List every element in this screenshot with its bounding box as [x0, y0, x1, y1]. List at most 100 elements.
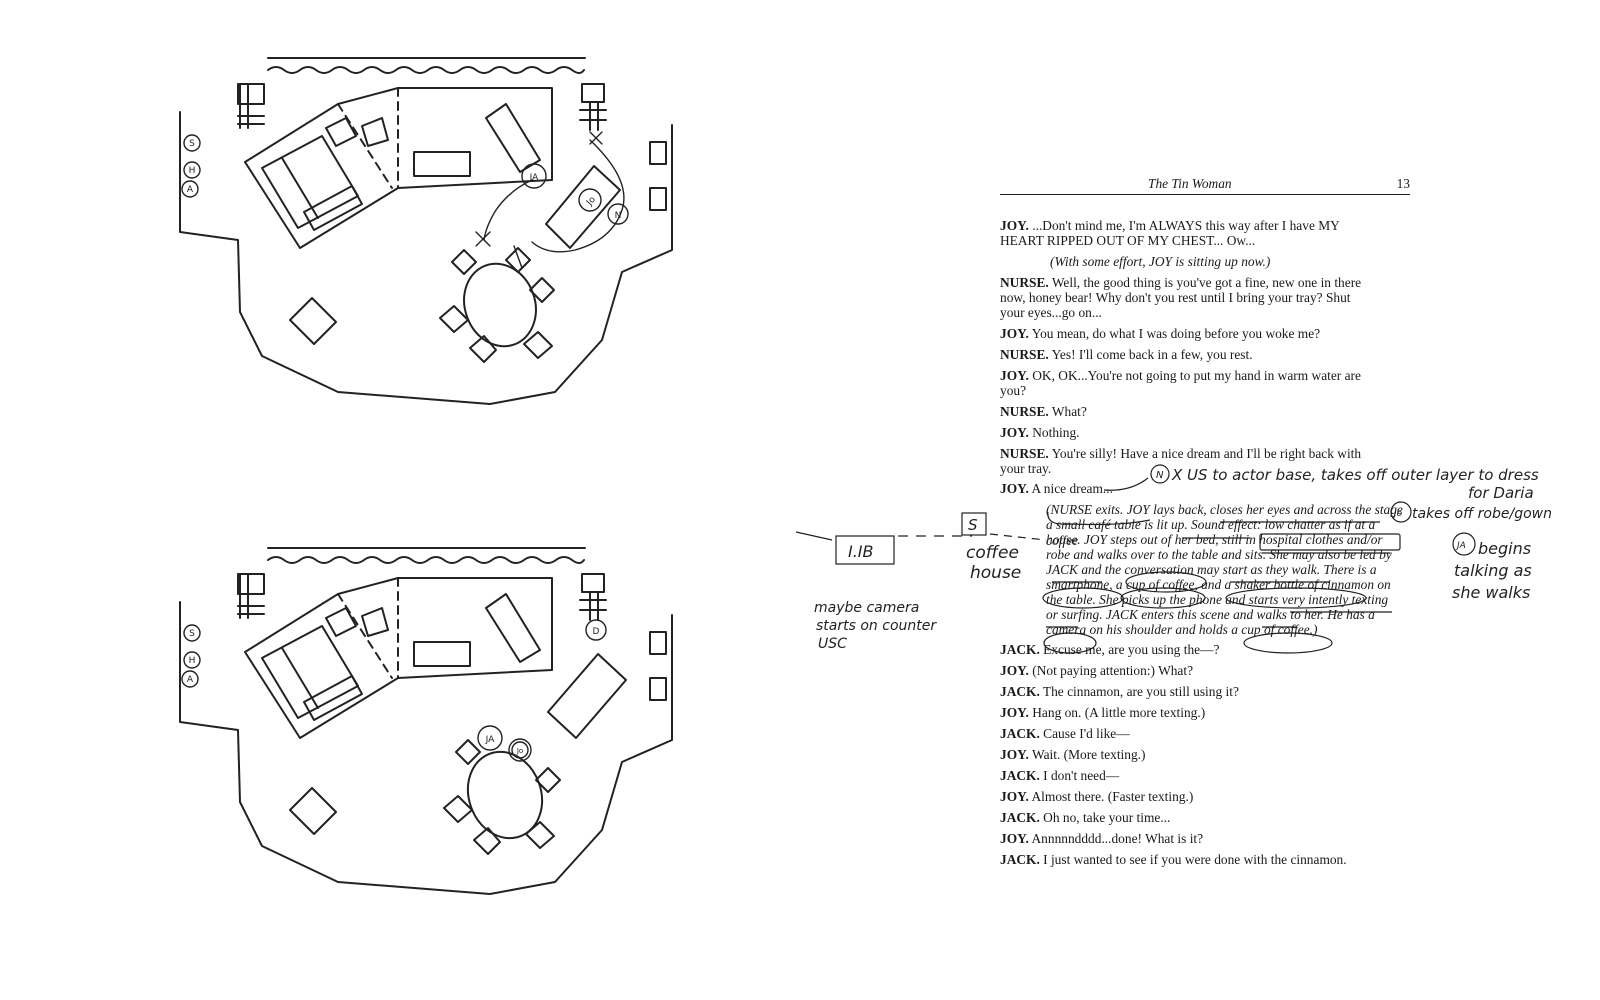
- line-text: You're silly! Have a nice dream and I'll…: [1048, 446, 1362, 461]
- play-title: The Tin Woman: [1148, 176, 1232, 191]
- note-coffee: coffee: [966, 543, 1019, 563]
- line-text: robe and walks over to the table and sit…: [1046, 547, 1392, 562]
- script-line: JACK. I just wanted to see if you were d…: [1000, 852, 1347, 868]
- script-line: JACK. Cause I'd like—: [1000, 726, 1130, 742]
- speaker-name: JACK.: [1000, 810, 1040, 825]
- speaker-name: JACK.: [1000, 726, 1040, 741]
- bench-top: [485, 103, 541, 173]
- script-line: JACK and the conversation may start as t…: [1046, 562, 1377, 578]
- line-text: Yes! I'll come back in a few, you rest.: [1048, 347, 1253, 362]
- note-sound-label: S: [968, 516, 978, 534]
- token-jo-label-bottom: Jo: [516, 747, 523, 755]
- script-line: robe and walks over to the table and sit…: [1046, 547, 1392, 563]
- speaker-name: NURSE.: [1000, 446, 1049, 461]
- speaker-name: JOY.: [1000, 705, 1029, 720]
- line-text: OK, OK...You're not going to put my hand…: [1028, 368, 1361, 383]
- note-camera-3: USC: [818, 636, 847, 652]
- script-line: or surfing. JACK enters this scene and w…: [1046, 607, 1375, 623]
- speaker-name: JACK.: [1000, 852, 1040, 867]
- script-line: now, honey bear! Why don't you rest unti…: [1000, 290, 1351, 306]
- script-line: JOY. Almost there. (Faster texting.): [1000, 789, 1193, 805]
- line-text: ...Don't mind me, I'm ALWAYS this way af…: [1028, 218, 1340, 233]
- token-ja-label-bottom: JA: [485, 735, 495, 745]
- line-text: I just wanted to see if you were done wi…: [1039, 852, 1347, 867]
- script-line: (With some effort, JOY is sitting up now…: [1050, 254, 1270, 270]
- token-h-bottom: [183, 651, 201, 669]
- line-text: HEART RIPPED OUT OF MY CHEST... Ow...: [1000, 233, 1256, 248]
- platform-top: [244, 87, 553, 249]
- speaker-name: NURSE.: [1000, 404, 1049, 419]
- script-line: NURSE. Yes! I'll come back in a few, you…: [1000, 347, 1253, 363]
- script-line: JACK. Oh no, take your time...: [1000, 810, 1170, 826]
- blocking-diagrams: JA Jo N S H A D JA Jo S H A: [179, 57, 673, 895]
- token-s-label-top: S: [189, 139, 195, 149]
- speaker-name: JOY.: [1000, 425, 1029, 440]
- script-line: JACK. Excuse me, are you using the—?: [1000, 642, 1219, 658]
- line-text: The cinnamon, are you still using it?: [1039, 684, 1239, 699]
- counter-top: [413, 151, 471, 177]
- note-ja-talking: talking as: [1454, 561, 1532, 580]
- speaker-name: JOY.: [1000, 326, 1029, 341]
- token-h-top: [183, 161, 201, 179]
- line-text: Cause I'd like—: [1039, 726, 1130, 741]
- stage-outline-top: [179, 111, 673, 405]
- speaker-name: JOY.: [1000, 789, 1029, 804]
- script-line: NURSE. What?: [1000, 404, 1087, 420]
- note-ja-walks: she walks: [1452, 583, 1530, 602]
- token-a-label-top: A: [187, 185, 194, 195]
- speaker-name: JACK.: [1000, 768, 1040, 783]
- token-ja-bottom: [477, 725, 503, 751]
- token-ja-top: [521, 163, 547, 189]
- line-text: (NURSE exits. JOY lays back, closes her …: [1046, 502, 1403, 517]
- script-line: JOY. A nice dream...: [1000, 481, 1113, 497]
- token-ja-label-top: JA: [529, 173, 539, 183]
- script-line: your eyes...go on...: [1000, 305, 1102, 321]
- line-text: (With some effort, JOY is sitting up now…: [1050, 254, 1271, 269]
- line-text: smartphone, a cup of coffee, and a shake…: [1046, 577, 1391, 592]
- note-nurse-cross: X US to actor base, takes off outer laye…: [1171, 466, 1539, 484]
- script-line: JOY. OK, OK...You're not going to put my…: [1000, 368, 1361, 384]
- line-text: Hang on. (A little more texting.): [1028, 705, 1206, 720]
- stage-outline-bottom: [179, 601, 673, 895]
- script-line: JOY. Wait. (More texting.): [1000, 747, 1145, 763]
- blocking-path-top: [531, 139, 625, 253]
- line-text: your eyes...go on...: [1000, 305, 1102, 320]
- line-text: (Not paying attention:) What?: [1028, 663, 1194, 678]
- token-s-label-bottom: S: [189, 629, 195, 639]
- script-line: JOY. Hang on. (A little more texting.): [1000, 705, 1205, 721]
- script-line: JOY. You mean, do what I was doing befor…: [1000, 326, 1320, 342]
- token-s-bottom: [183, 624, 201, 642]
- token-h-label-top: H: [189, 166, 196, 176]
- curtain-wave-top: [267, 66, 585, 74]
- line-text: Well, the good thing is you've got a fin…: [1048, 275, 1362, 290]
- script-line: (NURSE exits. JOY lays back, closes her …: [1046, 502, 1403, 518]
- script-line: camera on his shoulder and holds a cup o…: [1046, 622, 1318, 638]
- bottom-diagram: [179, 547, 673, 895]
- note-n-circle: [1150, 464, 1170, 484]
- actor-base-top: [545, 165, 621, 249]
- script-line: JOY. (Not paying attention:) What?: [1000, 663, 1193, 679]
- note-cue-label: I.IB: [848, 542, 874, 561]
- speaker-name: JACK.: [1000, 642, 1040, 657]
- note-ja-circle: [1452, 532, 1476, 556]
- script-line: your tray.: [1000, 461, 1051, 477]
- script-line: the table. She picks up the phone and st…: [1046, 592, 1388, 608]
- note-n-letter: N: [1156, 470, 1164, 481]
- token-n-top: [607, 203, 629, 225]
- side-box-2-top: [649, 187, 667, 211]
- line-text: I don't need—: [1039, 768, 1120, 783]
- line-text: Annnnndddd...done! What is it?: [1028, 831, 1204, 846]
- line-text: your tray.: [1000, 461, 1052, 476]
- line-text: Wait. (More texting.): [1028, 747, 1146, 762]
- script-line: smartphone, a cup of coffee, and a shake…: [1046, 577, 1391, 593]
- note-camera-1: maybe camera: [814, 600, 919, 616]
- token-jo-label-top: Jo: [584, 195, 598, 209]
- line-text: or surfing. JACK enters this scene and w…: [1046, 607, 1375, 622]
- script-line: JACK. I don't need—: [1000, 768, 1119, 784]
- floor-box-top: [289, 297, 337, 345]
- script-line: JOY. Annnnndddd...done! What is it?: [1000, 831, 1203, 847]
- line-text: the table. She picks up the phone and st…: [1046, 592, 1389, 607]
- note-for-daria: for Daria: [1468, 484, 1534, 502]
- line-text: You mean, do what I was doing before you…: [1028, 326, 1321, 341]
